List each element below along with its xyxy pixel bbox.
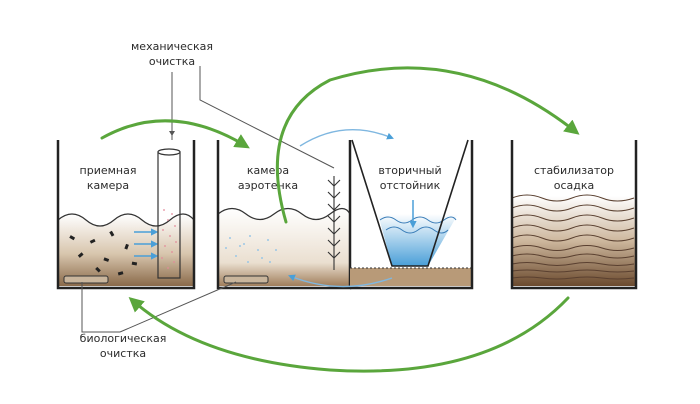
receiving-water-surface <box>57 213 195 227</box>
mechanical-screen-cylinder <box>157 148 181 279</box>
top-recirculation-arrow <box>299 129 394 147</box>
leader-lines <box>81 66 335 333</box>
clarifier-cone-wall <box>351 139 469 267</box>
clarifier-tank-wall <box>350 140 474 290</box>
stabilizer-label-line1: стабилизатор <box>534 164 614 177</box>
clarifier-bottom-sludge <box>350 268 472 286</box>
sludge-stabilizer: стабилизатор осадка <box>510 140 638 290</box>
secondary-clarifier: вторичный отстойник <box>350 139 474 290</box>
biological-label-line1: биологическая <box>80 332 167 345</box>
aeration-bubbles <box>225 235 277 263</box>
receiving-diffuser <box>63 275 109 284</box>
process-flow-arrows <box>100 66 580 373</box>
mechanical-label-line1: механическая <box>131 40 213 53</box>
stabilizer-layers <box>511 194 635 280</box>
clarifier-cone-water <box>378 214 458 266</box>
aerotank-tank-wall <box>216 140 352 290</box>
receiving-label-line1: приемная <box>80 164 137 177</box>
aerotank-label-line1: камера <box>247 164 289 177</box>
clarifier-label-line2: отстойник <box>380 179 441 192</box>
recirculation-arrows <box>288 129 394 288</box>
aerotank-water-surface <box>217 207 351 221</box>
screen-flow-arrows <box>134 228 159 260</box>
stabilizer-label-line2: осадка <box>554 179 595 192</box>
receiving-label-line2: камера <box>87 179 129 192</box>
receiving-tank-wall <box>56 140 196 290</box>
bottom-recirculation-arrow <box>288 274 393 288</box>
mechanical-leader-to-filter <box>199 66 335 169</box>
receiving-particles <box>69 230 138 276</box>
fishbone-filter <box>327 176 341 270</box>
aerotank-label-line2: аэротенка <box>238 179 298 192</box>
clarifier-label-line1: вторичный <box>378 164 441 177</box>
biological-leader <box>81 281 237 333</box>
aerotank-diffuser <box>223 275 269 284</box>
flow-arrow-receiving-to-aerotank <box>100 119 250 149</box>
receiving-liquid <box>58 214 194 286</box>
aerotank-liquid <box>218 208 350 286</box>
mechanical-label-line2: очистка <box>149 55 195 68</box>
biological-label-line2: очистка <box>100 347 146 360</box>
flow-arrow-aerotank-to-stabilizer <box>275 66 580 224</box>
receiving-chamber: приемная камера <box>56 140 196 290</box>
stabilizer-tank-wall <box>510 140 638 290</box>
flow-arrow-stabilizer-back-to-receiving <box>128 296 570 373</box>
